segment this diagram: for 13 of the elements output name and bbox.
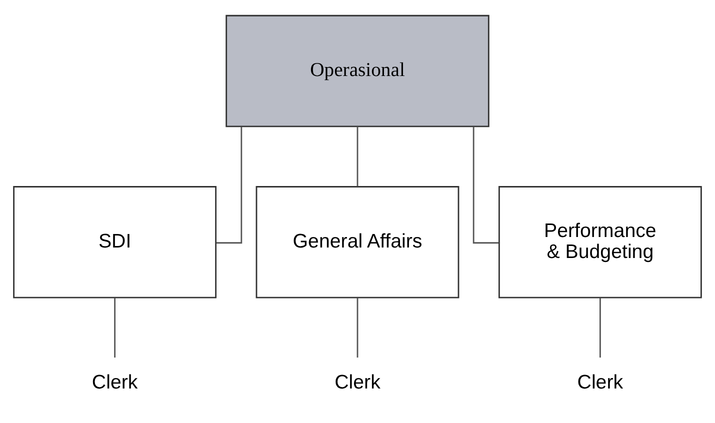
connector <box>356 297 358 358</box>
node-box: Performance & Budgeting <box>498 186 702 298</box>
connector <box>472 126 499 244</box>
node-box: SDI <box>13 186 217 298</box>
node-text: Clerk <box>334 370 380 393</box>
connector <box>356 126 358 186</box>
node-text: Clerk <box>92 370 138 393</box>
node-box: Operasional <box>226 14 490 127</box>
connector <box>216 126 242 244</box>
node-text: Clerk <box>577 370 624 393</box>
connector <box>114 297 116 358</box>
node-box: General Affairs <box>256 186 460 298</box>
connector <box>599 297 601 358</box>
